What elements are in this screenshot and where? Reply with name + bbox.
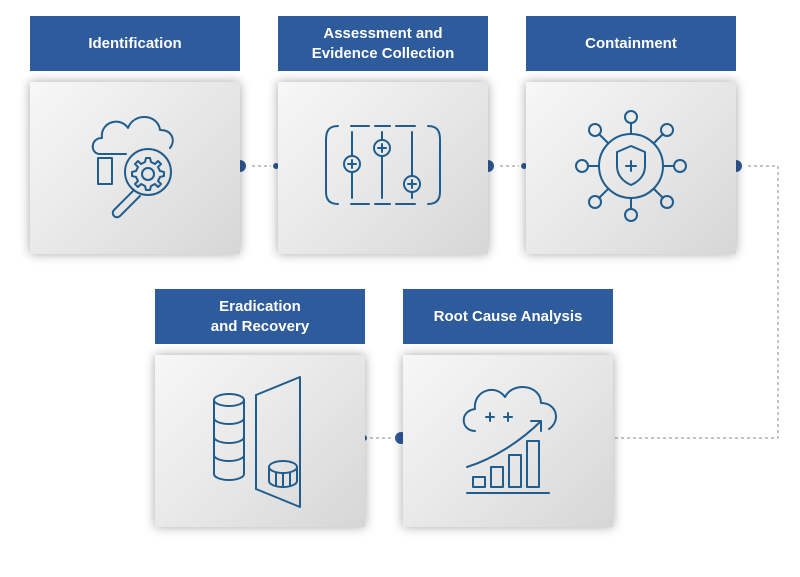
step-label: Containment: [526, 16, 736, 71]
step-label: Eradication and Recovery: [155, 289, 365, 344]
cloud-gear-magnifier-icon: [30, 82, 240, 254]
step-label: Assessment and Evidence Collection: [278, 16, 488, 71]
database-door-icon: [155, 355, 365, 527]
step-card: [30, 82, 240, 254]
shield-network-icon: [526, 82, 736, 254]
step-card: [403, 355, 613, 527]
step-card: [155, 355, 365, 527]
step-label: Identification: [30, 16, 240, 71]
step-label: Root Cause Analysis: [403, 289, 613, 344]
cloud-growth-chart-icon: [403, 355, 613, 527]
sliders-icon: [278, 82, 488, 254]
connector-3-5: [610, 165, 779, 439]
